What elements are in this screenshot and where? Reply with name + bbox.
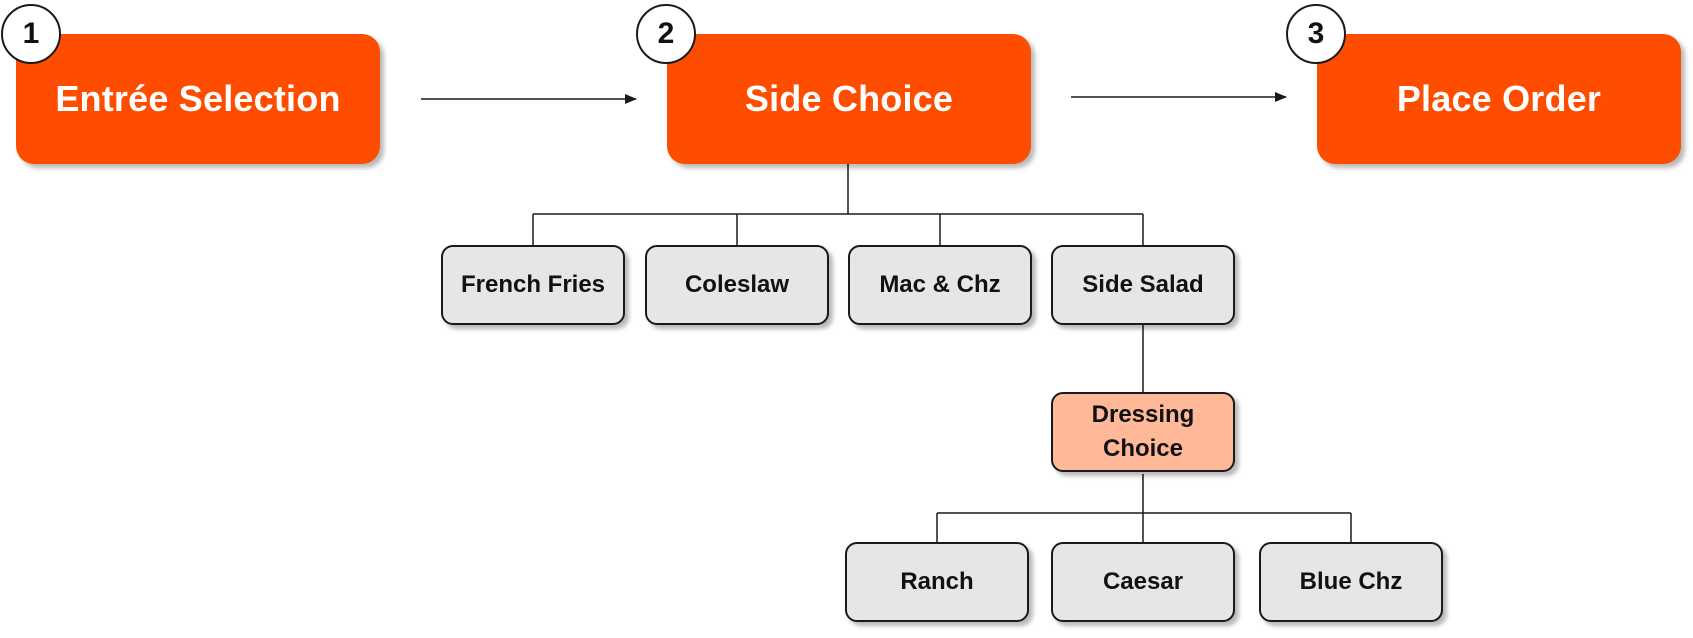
dressing-choice-box: Dressing Choice xyxy=(1051,392,1235,472)
side-option-mac-chz: Mac & Chz xyxy=(848,245,1032,325)
step-number-badge-2: 2 xyxy=(636,4,696,64)
step-entree-selection: Entrée Selection xyxy=(16,34,380,164)
step-number-badge-1: 1 xyxy=(1,4,61,64)
dressing-option-caesar: Caesar xyxy=(1051,542,1235,622)
step-number-badge-3: 3 xyxy=(1286,4,1346,64)
step-place-order: Place Order xyxy=(1317,34,1681,164)
dressing-options-connector xyxy=(936,474,1352,542)
side-option-side-salad: Side Salad xyxy=(1051,245,1235,325)
dressing-option-blue-chz: Blue Chz xyxy=(1259,542,1443,622)
sides-connector xyxy=(532,164,1144,245)
dressing-option-ranch: Ranch xyxy=(845,542,1029,622)
step-side-choice: Side Choice xyxy=(667,34,1031,164)
step-place-order-label: Place Order xyxy=(1396,78,1602,119)
step-side-choice-label: Side Choice xyxy=(744,78,954,119)
step-entree-selection-label: Entrée Selection xyxy=(55,78,341,119)
side-option-coleslaw: Coleslaw xyxy=(645,245,829,325)
side-option-french-fries: French Fries xyxy=(441,245,625,325)
